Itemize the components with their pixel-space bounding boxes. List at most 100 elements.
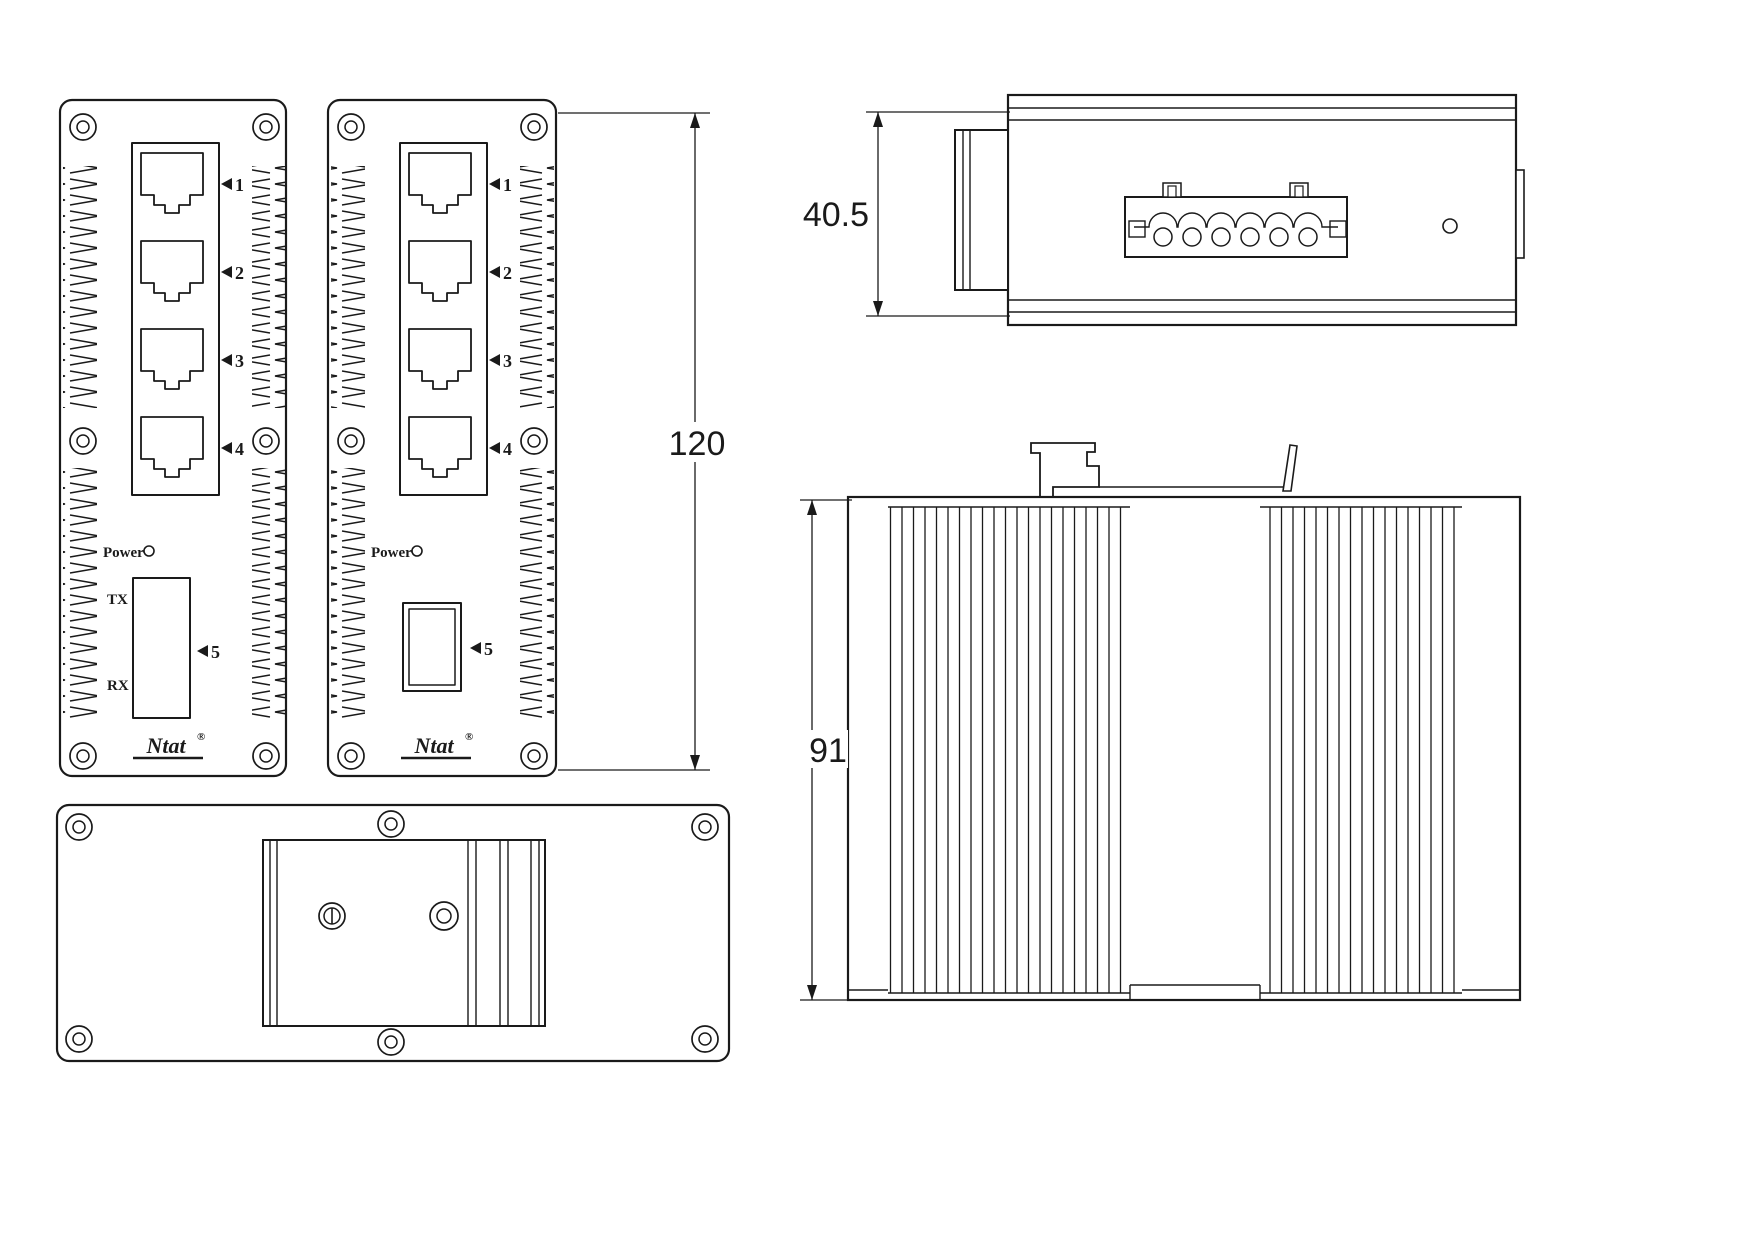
mounting-screw (691, 813, 719, 841)
mounting-screw (65, 813, 93, 841)
din-clip-outline (954, 129, 1009, 291)
dimension-value-120: 120 (669, 425, 726, 463)
side-view (846, 442, 1522, 1002)
port-label-3: 3 (503, 351, 512, 371)
dimension-top-depth: 40.5 (803, 111, 1010, 317)
plate-screw-slotted (318, 902, 346, 930)
din-mount-plate (262, 839, 546, 1027)
fin-strip (252, 166, 286, 408)
grounding-hole (1442, 218, 1458, 234)
port-label-1: 1 (503, 175, 512, 195)
terminal-block-connector (1124, 182, 1348, 258)
din-spring-latch (1282, 444, 1298, 492)
din-rail-clip-side (1030, 442, 1298, 498)
rj45-port-1: 1 (408, 152, 512, 214)
mounting-screw (337, 113, 365, 141)
dimension-value-91: 91 (809, 732, 847, 770)
rj45-port-2: 2 (408, 240, 512, 302)
mounting-screw (691, 1025, 719, 1053)
power-indicator: Power (103, 545, 155, 561)
dimension-front-height: 120 (558, 112, 726, 771)
rj45-port-1: 1 (140, 152, 244, 214)
fiber-port-5: TX RX 5 (107, 577, 220, 719)
fin-strip (331, 166, 365, 408)
dimension-side-height: 91 (800, 499, 852, 1001)
fin-group-right (1260, 507, 1462, 993)
heatsink-fin-strips (331, 166, 554, 718)
plate-screw-round (429, 901, 459, 931)
mounting-screw (65, 1025, 93, 1053)
port-label-1: 1 (235, 175, 244, 195)
front-view-fiber-model: 1 2 3 4 Power TX RX 5 Ntat (58, 98, 288, 778)
mounting-screw (377, 810, 405, 838)
port-label-4: 4 (235, 439, 244, 459)
power-led-icon (143, 545, 155, 557)
mounting-screw (252, 113, 280, 141)
mounting-screw (520, 113, 548, 141)
top-view (954, 93, 1525, 327)
mounting-screw (377, 1028, 405, 1056)
mounting-screw (337, 427, 365, 455)
din-clip-top (954, 129, 1009, 291)
heatsink-fins-side (888, 506, 1462, 994)
rj45-port-2: 2 (140, 240, 244, 302)
fin-strip (63, 468, 97, 718)
power-led-icon (411, 545, 423, 557)
brand-logo: Ntat ® (401, 731, 473, 760)
bottom-recess (848, 984, 1520, 1000)
sfp-port-inner (408, 608, 456, 686)
top-view-rails (1008, 107, 1516, 313)
rx-label: RX (107, 678, 129, 694)
fin-strip (331, 468, 365, 718)
power-label: Power (371, 545, 412, 561)
mounting-screw (69, 427, 97, 455)
mounting-screw (520, 427, 548, 455)
mounting-screw (337, 742, 365, 770)
brand-text: Ntat (413, 733, 454, 758)
front-view-sfp-model: 1 2 3 4 Power 5 Ntat ® (326, 98, 558, 778)
back-view (55, 803, 731, 1063)
dimension-text-mask (671, 422, 723, 462)
arrowhead-down-icon (873, 301, 883, 316)
terminal-pin-inner (1167, 185, 1177, 198)
arrowhead-up-icon (873, 112, 883, 127)
side-tab (1515, 169, 1525, 259)
mounting-screw (252, 427, 280, 455)
mounting-screw (520, 742, 548, 770)
terminal-pin-inner (1294, 185, 1304, 198)
dimension-text-mask (808, 730, 848, 768)
brand-text: Ntat (145, 733, 186, 758)
power-indicator: Power (371, 545, 423, 561)
arrowhead-up-icon (690, 113, 700, 128)
fin-strip (63, 166, 97, 408)
registered-mark: ® (197, 731, 205, 743)
din-plate-outline (262, 839, 546, 1027)
port-label-5: 5 (211, 642, 220, 662)
heatsink-fin-strips (63, 166, 286, 718)
port-label-5: 5 (484, 639, 493, 659)
fin-group-left (888, 507, 1130, 993)
arrowhead-up-icon (807, 500, 817, 515)
rj45-port-3: 3 (408, 328, 512, 390)
mounting-screw (252, 742, 280, 770)
rj45-port-3: 3 (140, 328, 244, 390)
fiber-port-outline (132, 577, 191, 719)
terminal-screw-holes (1153, 227, 1318, 247)
din-hook (1030, 442, 1100, 498)
terminal-end-tab (1128, 220, 1146, 238)
arrowhead-down-icon (807, 985, 817, 1000)
port-label-2: 2 (235, 263, 244, 283)
rj45-port-4: 4 (140, 416, 244, 478)
rj45-port-4: 4 (408, 416, 512, 478)
port-label-2: 2 (503, 263, 512, 283)
arrowhead-down-icon (690, 755, 700, 770)
fin-strip (520, 468, 554, 718)
fin-strip (252, 468, 286, 718)
brand-logo: Ntat ® (133, 731, 205, 760)
terminal-scallop-edge (1134, 212, 1338, 228)
registered-mark: ® (465, 731, 473, 743)
tx-label: TX (107, 592, 128, 608)
port-label-3: 3 (235, 351, 244, 371)
